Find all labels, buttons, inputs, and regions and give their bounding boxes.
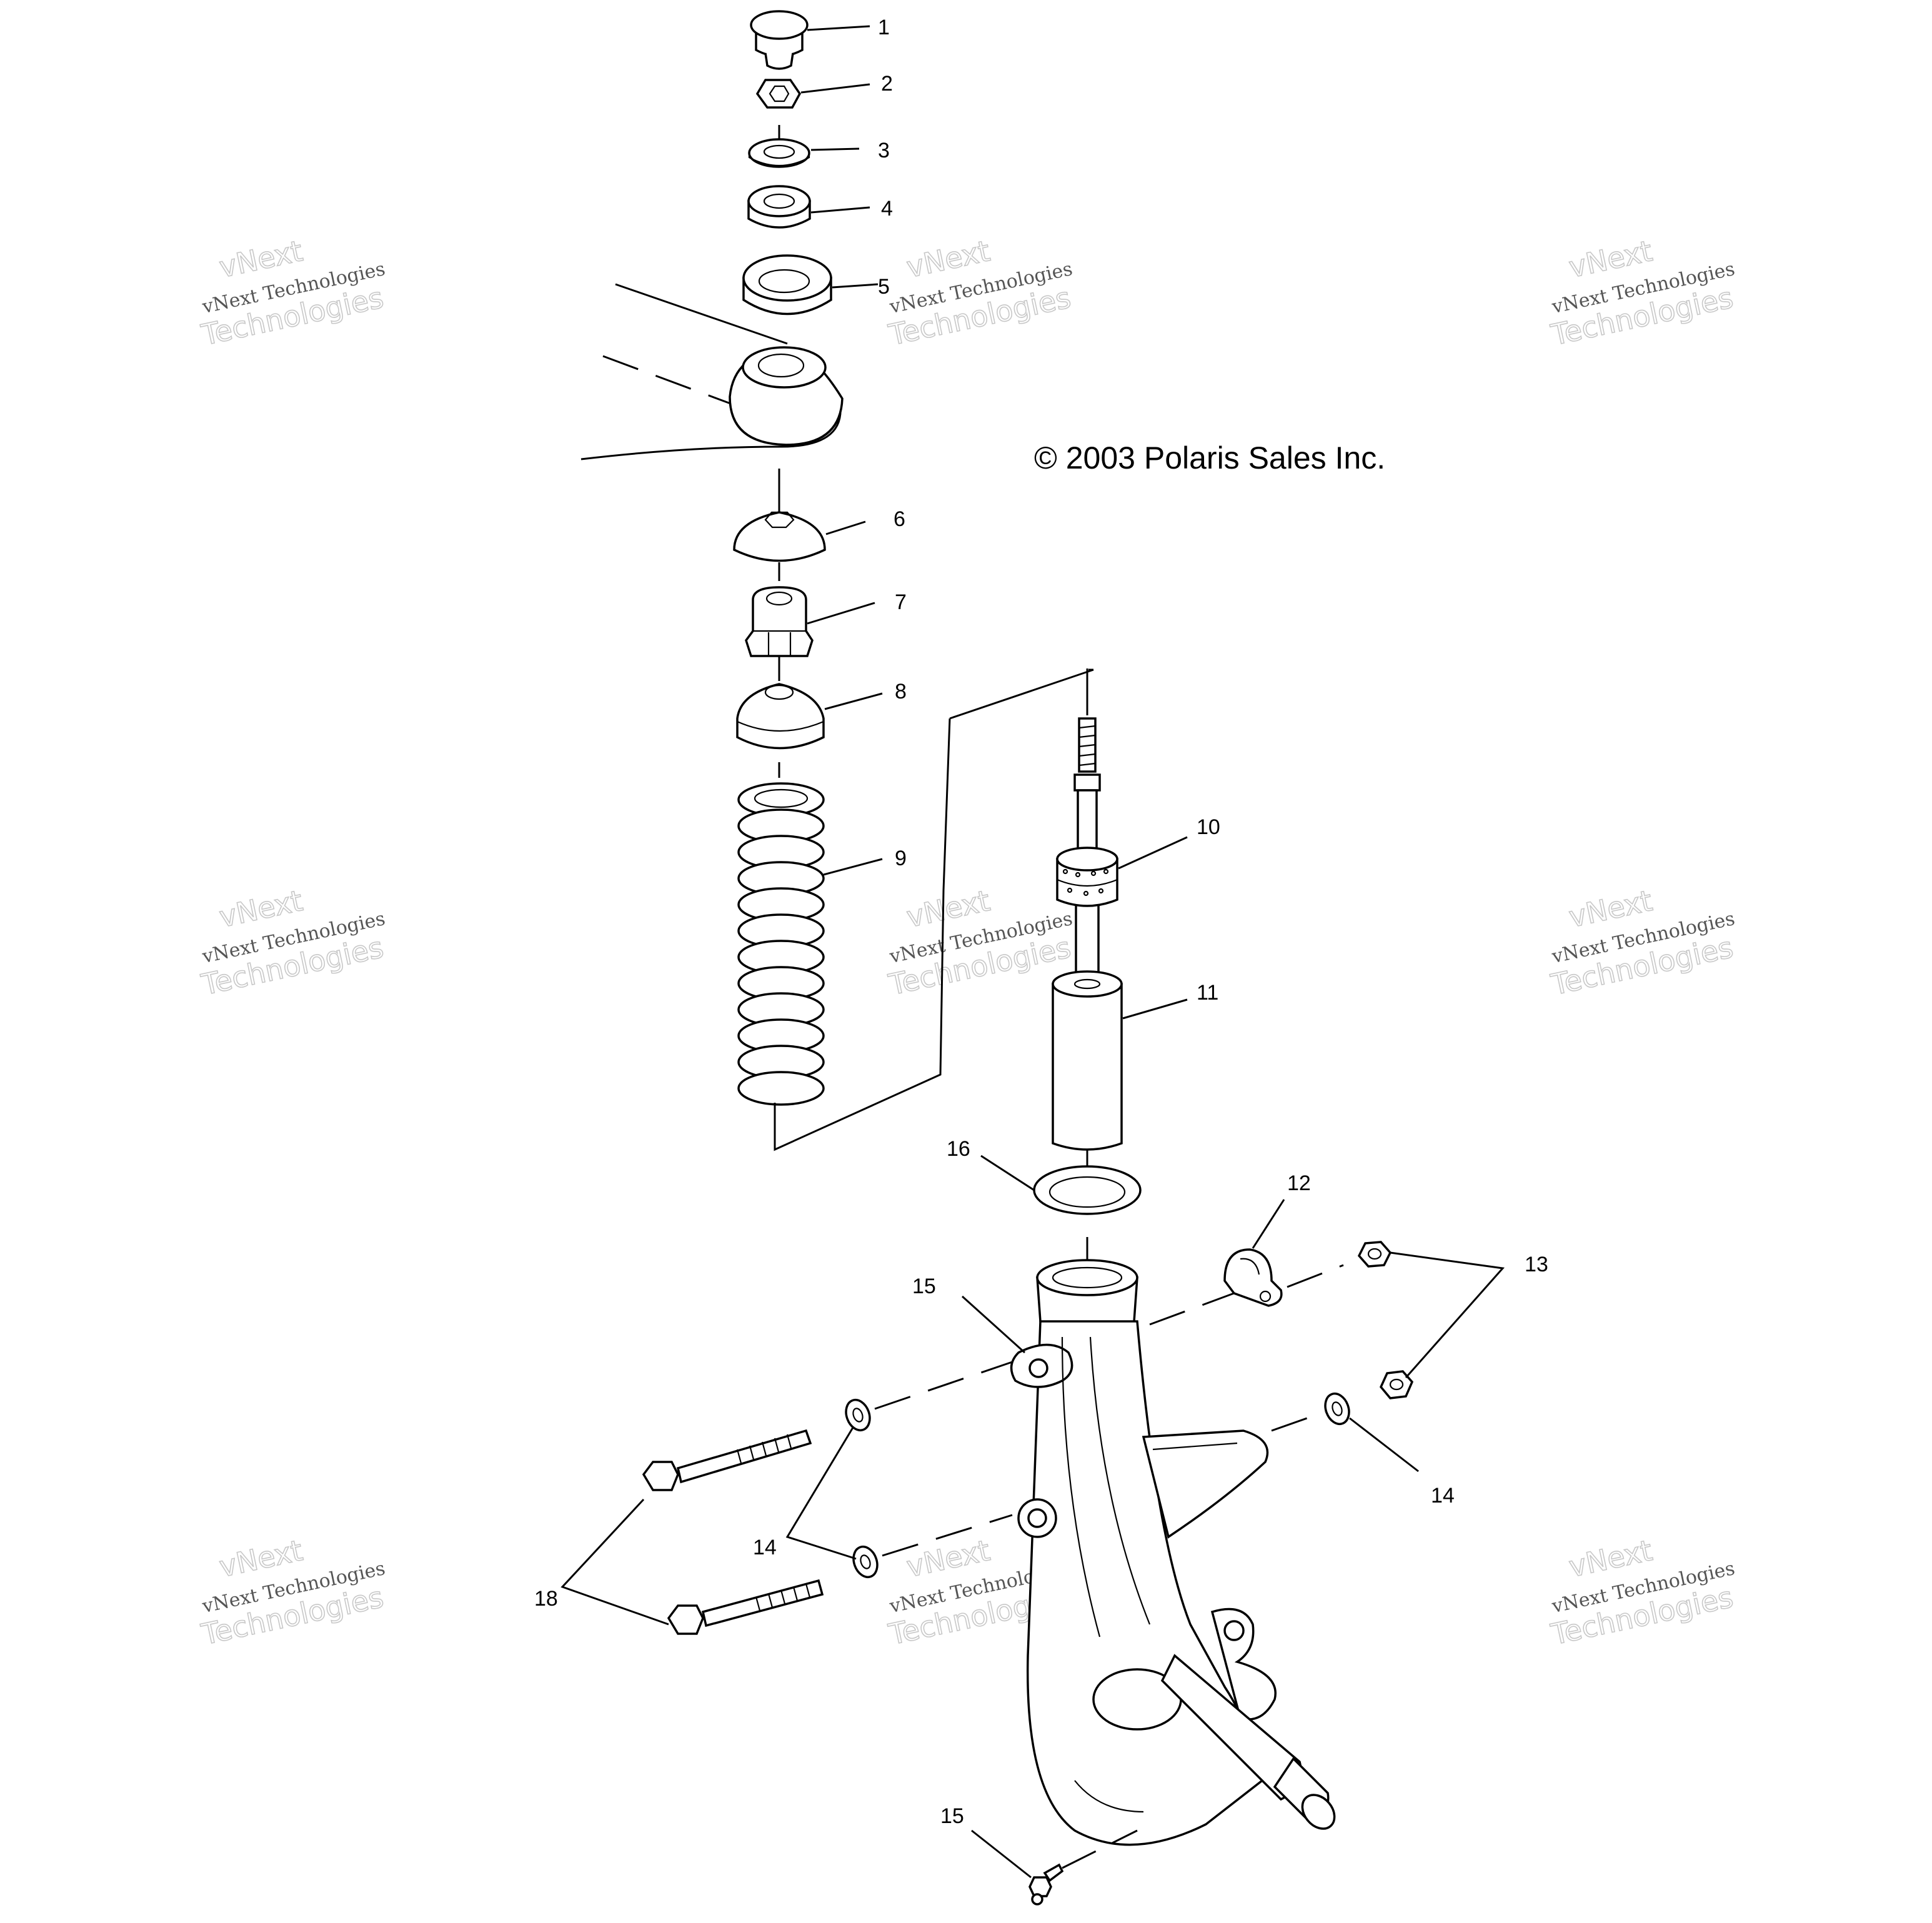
callout-14-left: 14	[753, 1536, 777, 1559]
part-1-cap	[750, 10, 809, 70]
axis-12	[1149, 1292, 1235, 1326]
axis-15	[1062, 1829, 1138, 1869]
part-13-nut-lower	[1379, 1370, 1414, 1399]
watermark: vNext vNext Technologies Technologies	[885, 233, 1074, 352]
callout-5: 5	[878, 275, 890, 299]
leader-9	[823, 858, 883, 876]
part-12-clip	[1223, 1248, 1283, 1307]
watermark: vNext vNext Technologies Technologies	[1547, 883, 1736, 1002]
part-18-ring	[1033, 1165, 1142, 1215]
callout-17: 15	[912, 1275, 936, 1298]
callout-10: 10	[1197, 815, 1220, 839]
leader-1	[807, 25, 870, 31]
callout-15: 15	[940, 1804, 964, 1828]
leader-18	[980, 1155, 1035, 1191]
callout-12: 12	[1287, 1171, 1311, 1195]
watermark: vNext vNext Technologies Technologies	[1547, 233, 1736, 352]
callout-8: 8	[895, 680, 907, 703]
part-16-bolt-upper	[642, 1429, 812, 1491]
part-15-fitting	[1028, 1863, 1064, 1906]
part-10-bumper	[1056, 847, 1118, 907]
axis-14ll	[882, 1514, 1013, 1557]
callout-18: 16	[947, 1137, 970, 1161]
callout-9: 9	[895, 847, 907, 870]
watermark: vNext vNext Technologies Technologies	[197, 233, 387, 352]
group-bracket	[774, 668, 1094, 1151]
frame-bracket	[580, 283, 844, 460]
callout-6: 6	[894, 507, 905, 531]
leader-5	[832, 283, 879, 289]
watermark: vNext vNext Technologies Technologies	[197, 1533, 387, 1652]
axis-14r	[1271, 1411, 1325, 1432]
leader-16	[560, 1498, 669, 1626]
part-8-seat	[736, 683, 825, 750]
part-2-nut	[755, 79, 802, 109]
axis-13a	[1287, 1264, 1344, 1288]
part-13-nut-upper	[1357, 1241, 1392, 1268]
part-11-shock	[1052, 717, 1123, 1151]
callout-16: 18	[534, 1587, 558, 1611]
leader-12	[1252, 1199, 1285, 1249]
part-16-bolt-lower	[667, 1579, 824, 1635]
callout-11: 11	[1197, 981, 1218, 1005]
callout-2: 2	[881, 72, 893, 96]
leader-10	[1118, 836, 1188, 870]
part-7-nut	[745, 586, 814, 657]
leader-6	[825, 520, 866, 535]
leader-11	[1122, 998, 1188, 1020]
callout-1: 1	[878, 16, 890, 39]
part-14-washer-upper-left	[845, 1398, 871, 1432]
part-6-seat	[733, 511, 826, 562]
part-9-spring	[737, 782, 825, 1106]
watermark-group: vNext vNext Technologies Technologies vN…	[197, 233, 1736, 1652]
watermark: vNext vNext Technologies Technologies	[885, 883, 1074, 1002]
leader-15	[971, 1829, 1032, 1879]
leader-13	[1390, 1251, 1505, 1378]
leader-7	[807, 602, 875, 625]
callout-3: 3	[878, 139, 890, 162]
leader-17	[961, 1295, 1026, 1354]
part-14-washer-lower-left	[852, 1545, 879, 1579]
callout-13: 13	[1525, 1253, 1548, 1276]
watermark: vNext vNext Technologies Technologies	[197, 883, 387, 1002]
leader-3	[810, 147, 860, 151]
leader-4	[810, 206, 870, 214]
axis-14ul	[874, 1361, 1013, 1410]
part-4-bushing	[747, 185, 811, 229]
leader-2	[800, 83, 870, 94]
leader-14-left	[785, 1427, 857, 1560]
axis-lines	[778, 56, 1088, 1262]
part-5-mount	[742, 254, 832, 316]
callout-7: 7	[895, 590, 907, 614]
leader-14-right	[1349, 1417, 1419, 1473]
part-17-knuckle	[1010, 1259, 1336, 1846]
part-3-washer	[748, 138, 810, 168]
watermark: vNext vNext Technologies Technologies	[1547, 1533, 1736, 1652]
callout-4: 4	[881, 197, 893, 221]
copyright-text: © 2003 Polaris Sales Inc.	[1034, 440, 1385, 475]
part-14-washer-right	[1324, 1392, 1350, 1426]
leader-8	[824, 692, 883, 710]
callout-14-right: 14	[1431, 1484, 1455, 1508]
